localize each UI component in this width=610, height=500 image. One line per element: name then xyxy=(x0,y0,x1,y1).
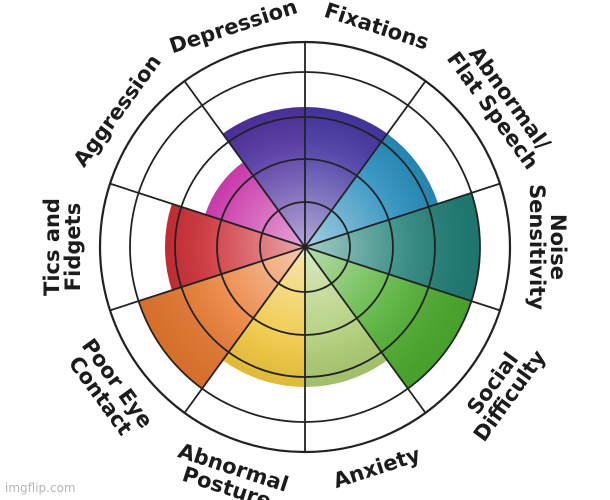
spoke-4 xyxy=(304,246,501,312)
segment-sheen-1 xyxy=(305,107,388,247)
segment-sheen-6 xyxy=(222,247,305,387)
segment-label-1: Fixations xyxy=(321,0,431,55)
segment-label-10-line-1: Depression xyxy=(166,0,300,58)
segment-label-8-line-1: Tics and xyxy=(40,198,64,296)
spoke-10 xyxy=(183,80,306,248)
spoke-8 xyxy=(109,246,306,312)
segment-label-8-line-2: Fidgets xyxy=(61,203,85,291)
wheel-grid xyxy=(98,40,512,454)
segment-label-10: Depression xyxy=(166,0,300,58)
segment-label-3-line-1: Noise xyxy=(546,214,570,280)
spoke-3 xyxy=(304,182,501,248)
spoke-7 xyxy=(183,246,306,414)
segment-label-3-line-2: Sensitivity xyxy=(525,184,549,310)
segment-sheen-9 xyxy=(205,162,305,247)
segment-label-5: Anxiety xyxy=(330,442,423,493)
segment-label-2: Abnormal/Flat Speech xyxy=(442,42,555,174)
segment-sheen-4 xyxy=(305,247,472,389)
segment-label-1-line-1: Fixations xyxy=(321,0,431,55)
spoke-9 xyxy=(109,182,306,248)
segment-sheen-8 xyxy=(164,203,305,291)
segment-label-5-line-1: Anxiety xyxy=(330,442,423,493)
watermark: imgflip.com xyxy=(5,481,76,495)
spoke-2 xyxy=(304,80,427,248)
spoke-5 xyxy=(304,246,427,414)
segment-sheen-7 xyxy=(138,247,305,389)
segment-sheen-10 xyxy=(222,107,305,247)
segment-sheen-5 xyxy=(305,247,388,387)
